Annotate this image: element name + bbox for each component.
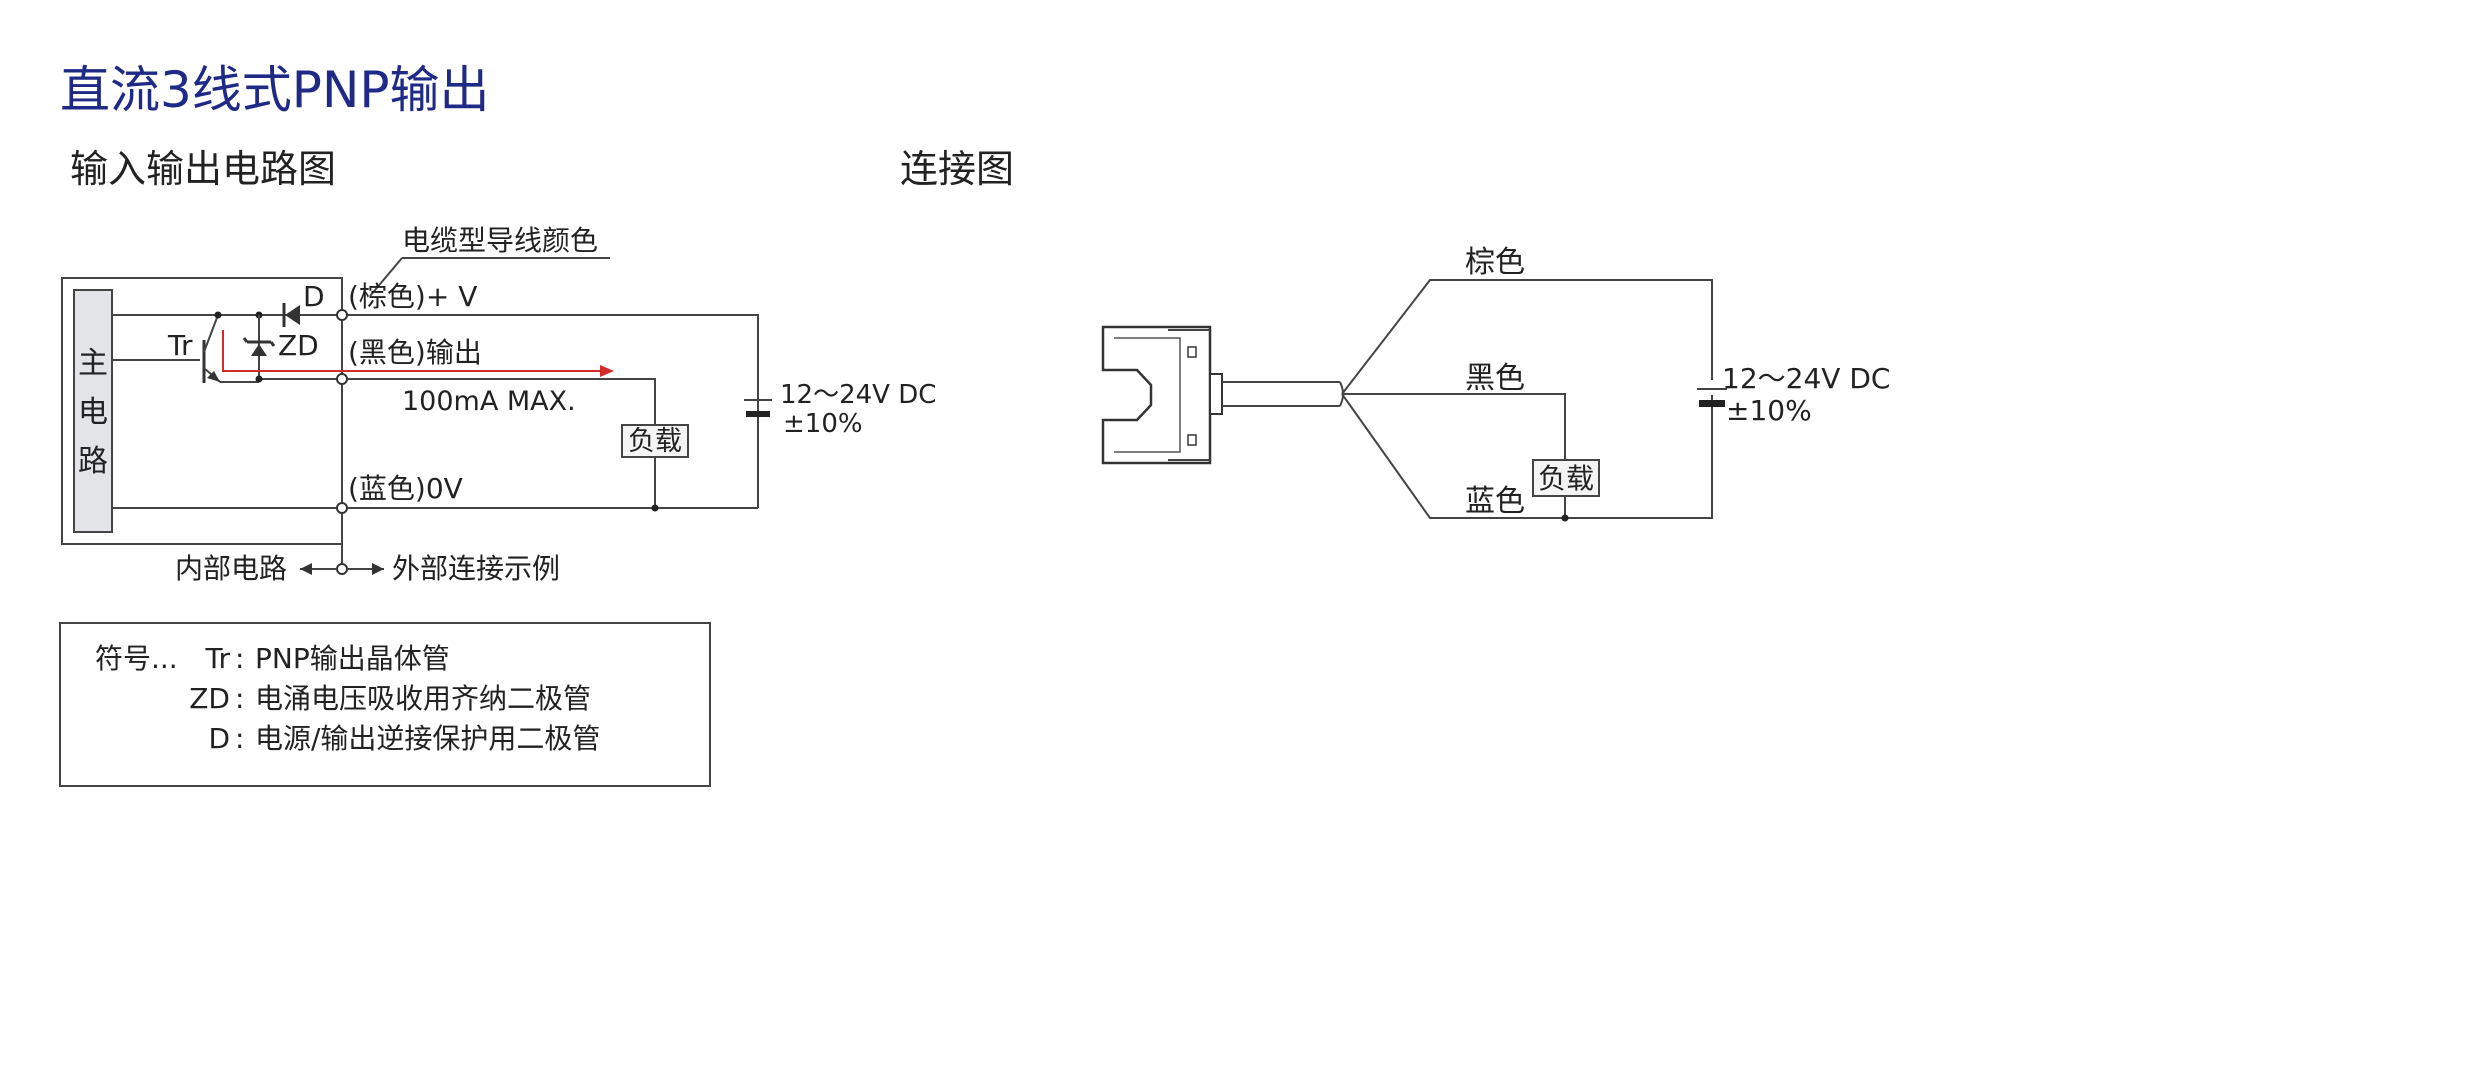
legend-symbol-d: D [208,722,230,755]
terminal-zero-v [336,502,348,514]
internal-circuit-border [61,277,343,545]
legend-colon-2: : [235,682,244,715]
d-label: D [303,280,325,313]
terminal-output [336,373,348,385]
legend-prefix: 符号... [95,642,178,675]
wire-loop [1341,279,1713,519]
connection-supply-voltage: 12～24V DC [1722,362,1890,395]
blue-0v-label: (蓝色)0V [348,472,463,505]
connection-supply-tolerance: ±10% [1726,394,1812,427]
legend-symbol-zd: ZD [189,682,230,715]
brown-wire-label: 棕色 [1465,245,1525,280]
connection-load-label: 负载 [1538,462,1594,495]
current-flow-arrow [222,330,606,372]
legend-desc-zd: 电涌电压吸收用齐纳二极管 [255,682,591,715]
connection-dc-supply: 12～24V DC ±10% [1697,362,1890,427]
connection-load-box [1532,459,1600,497]
sensor-body [1101,325,1344,465]
circuit-heading: 输入输出电路图 [70,147,336,191]
main-circuit-char-2: 电 [78,395,108,430]
internal-circuit-label: 内部电路 [175,552,287,585]
supply-voltage-label: 12～24V DC [780,380,936,410]
load-label: 负载 [628,426,682,457]
blue-wire-label: 蓝色 [1465,484,1525,519]
main-circuit-char-3: 路 [78,444,108,479]
symbol-legend: 符号... Tr : PNP输出晶体管 ZD : 电涌电压吸收用齐纳二极管 D … [59,622,711,787]
protection-diode: D [282,280,325,327]
connection-diagram: 棕色 黑色 蓝色 负载 12～24V DC ±10% [1101,245,1890,522]
load-box [621,424,689,458]
black-wire [1342,393,1566,460]
terminal-plus-v [336,309,348,321]
legend-border [59,622,711,787]
legend-colon-1: : [235,642,244,675]
dc-supply: 12～24V DC ±10% [744,380,936,439]
main-circuit-char-1: 主 [78,346,108,381]
legend-desc-d: 电源/输出逆接保护用二极管 [255,722,600,755]
cable-color-note: 电缆型导线颜色 [402,224,598,257]
black-wire-label: 黑色 [1465,361,1525,396]
black-output-label: (黑色)输出 [348,336,482,369]
main-circuit-block [73,289,113,533]
zener-diode: ZD [242,311,319,383]
max-current-label: 100mA MAX. [402,386,576,417]
legend-symbol-tr: Tr [205,642,231,675]
connection-heading: 连接图 [900,147,1014,191]
legend-desc-tr: PNP输出晶体管 [255,642,450,675]
io-circuit-diagram: 电缆型导线颜色 主 电 路 内部电路 外部连接示例 [61,224,936,585]
output-external-wire [347,378,656,425]
supply-tolerance-label: ±10% [783,409,863,439]
page-title: 直流3线式PNP输出 [60,61,490,119]
zd-label: ZD [278,329,319,362]
plus-v-external-wire [347,314,759,508]
tr-label: Tr [167,329,193,362]
legend-colon-3: : [235,722,244,755]
external-connection-label: 外部连接示例 [392,552,560,585]
brown-plus-v-label: (棕色)+ V [348,280,477,313]
pnp-transistor: Tr [112,311,259,383]
